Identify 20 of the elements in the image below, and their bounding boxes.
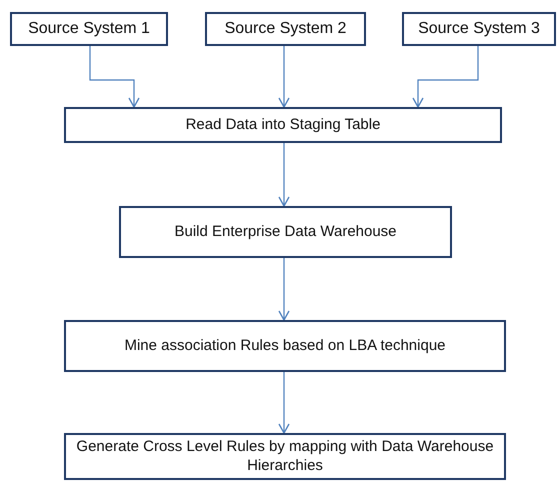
process-box (64, 107, 502, 143)
box-label: Build Enterprise Data Warehouse (174, 222, 397, 242)
box-label: Source System 2 (224, 19, 346, 39)
box-label: Source System 1 (28, 19, 150, 39)
box-label: Read Data into Staging Table (186, 116, 380, 134)
process-box (10, 12, 168, 46)
arrow (412, 46, 479, 108)
arrow (89, 46, 140, 108)
box-label: Mine association Rules based on LBA technique (124, 336, 446, 356)
arrow (278, 46, 290, 108)
process-box (402, 12, 556, 46)
arrow (278, 143, 290, 207)
process-box (64, 320, 506, 372)
process-box (119, 206, 452, 258)
box-label: Source System 3 (418, 19, 540, 39)
process-box (64, 433, 506, 480)
box-label: Generate Cross Level Rules by mapping with Data Warehouse Hierarchies (75, 438, 495, 476)
arrow (278, 372, 290, 434)
process-box (205, 12, 366, 46)
arrow (278, 258, 290, 321)
